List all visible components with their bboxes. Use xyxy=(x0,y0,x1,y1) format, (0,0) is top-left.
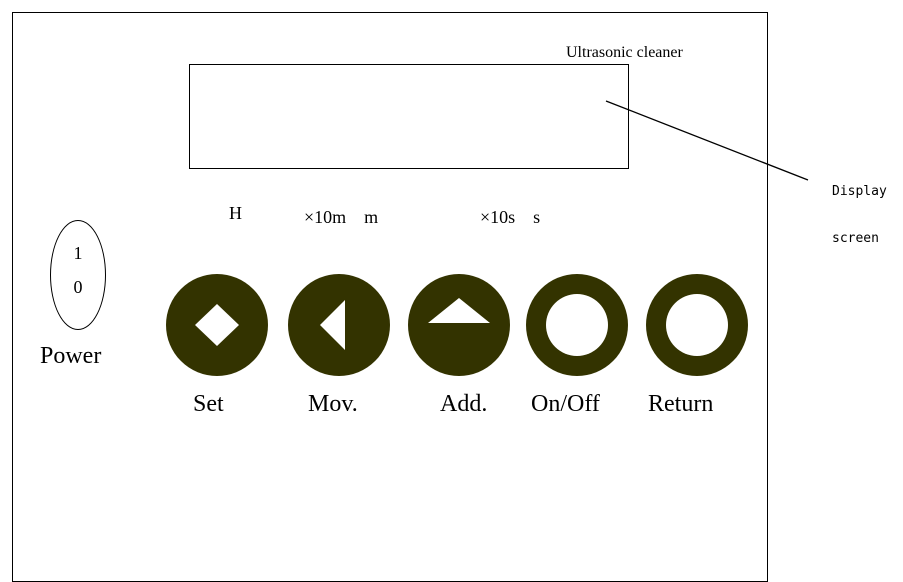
power-label: Power xyxy=(40,343,102,369)
move-button[interactable] xyxy=(288,274,390,376)
display-callout-line-1: Display xyxy=(832,184,887,199)
triangle-up-icon xyxy=(428,298,490,323)
add-button[interactable] xyxy=(408,274,510,376)
power-switch[interactable]: 1 0 xyxy=(50,220,106,330)
on-off-button-label: On/Off xyxy=(531,391,600,417)
move-button-label: Mov. xyxy=(308,391,358,417)
power-on-mark: 1 xyxy=(73,243,83,263)
set-button-label: Set xyxy=(193,391,224,417)
unit-hours: H xyxy=(229,203,242,223)
ring-icon xyxy=(666,294,728,356)
diamond-icon xyxy=(195,304,239,346)
display-callout-line-2: screen xyxy=(832,231,879,246)
ring-icon xyxy=(546,294,608,356)
triangle-left-icon xyxy=(320,300,345,350)
return-button-label: Return xyxy=(648,391,714,417)
on-off-button[interactable] xyxy=(526,274,628,376)
power-off-mark: 0 xyxy=(73,277,83,297)
display-screen xyxy=(189,64,629,169)
device-title: Ultrasonic cleaner xyxy=(566,44,683,61)
add-button-label: Add. xyxy=(440,391,488,417)
unit-seconds: ×10s s xyxy=(480,207,541,227)
set-button[interactable] xyxy=(166,274,268,376)
return-button[interactable] xyxy=(646,274,748,376)
unit-minutes: ×10m m xyxy=(304,207,379,227)
